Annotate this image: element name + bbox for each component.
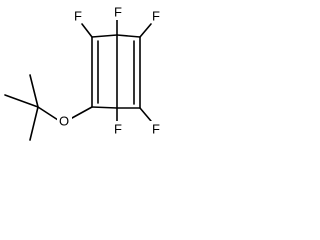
molecule-diagram: F F F F F O: [4, 4, 162, 141]
atom-f-top-left: F: [72, 7, 85, 24]
atom-f-bottom-bridgehead: F: [111, 121, 124, 137]
bond-c1-c2: [116, 34, 141, 38]
atom-f-top-right: F: [149, 7, 162, 24]
bond-c1-c5: [91, 34, 118, 38]
atom-label: F: [114, 122, 122, 137]
bond-c2-f: [139, 23, 152, 38]
atom-label: F: [152, 9, 160, 24]
atom-o-ether: O: [57, 113, 72, 129]
atom-label: F: [114, 5, 122, 20]
bond-c6-c4: [91, 106, 118, 109]
bond-c6-o: [71, 106, 93, 119]
bond-o-cq: [37, 106, 59, 121]
atom-label: F: [74, 9, 82, 24]
bond-cq-me3: [29, 106, 39, 141]
atom-f-bottom-right: F: [149, 121, 162, 137]
bond-c3-f: [139, 107, 152, 122]
bond-cq-me1: [4, 94, 39, 108]
atom-f-top-bridgehead: F: [111, 4, 124, 20]
atom-label: F: [152, 122, 160, 137]
bond-c5-f: [81, 23, 93, 38]
atom-label: O: [59, 114, 69, 129]
bond-cq-me2: [29, 74, 39, 108]
